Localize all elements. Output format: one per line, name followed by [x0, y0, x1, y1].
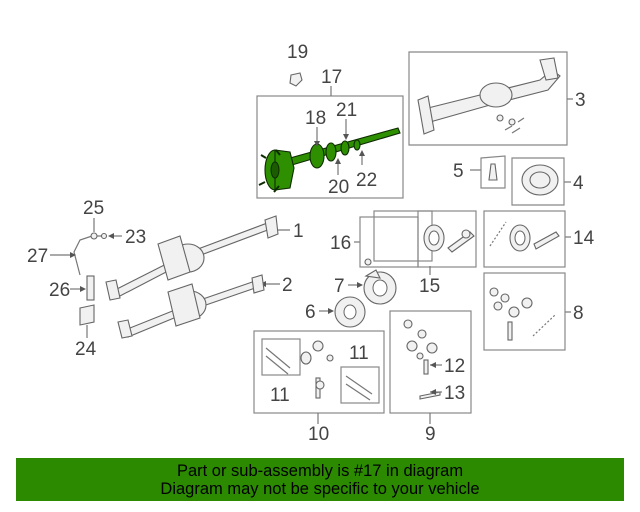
part-1-axle-assembly[interactable]: [105, 215, 279, 301]
part-10-gear-kit[interactable]: [253, 330, 385, 414]
callout-8: 8: [573, 303, 584, 324]
callout-23: 23: [125, 227, 146, 248]
part-7-differential-case[interactable]: [363, 269, 397, 305]
callout-11-left: 11: [270, 385, 290, 406]
callout-1: 1: [293, 221, 304, 242]
parts-diagram: 19 17 18 21 20 22 3 5 4 16 14 15 1 2 7 6…: [27, 42, 595, 445]
callout-24: 24: [75, 339, 97, 360]
callout-20: 20: [328, 177, 349, 198]
part-2-axle-assembly[interactable]: [117, 274, 265, 339]
part-14-install-kit[interactable]: [483, 210, 566, 268]
banner-line-1: Part or sub-assembly is #17 in diagram: [176, 461, 464, 480]
callout-4: 4: [573, 173, 584, 194]
part-3-box: [408, 51, 568, 146]
part-17-box: [256, 95, 404, 199]
part-15-ring-pinion[interactable]: [417, 210, 477, 268]
callout-18: 18: [305, 108, 326, 129]
callout-6: 6: [305, 302, 316, 323]
callout-9: 9: [425, 424, 436, 445]
callout-17: 17: [321, 67, 342, 88]
callout-12: 12: [444, 356, 465, 377]
callout-25: 25: [83, 198, 104, 219]
callout-27: 27: [27, 246, 48, 267]
part-26-sensor[interactable]: [86, 275, 95, 301]
callout-22: 22: [356, 170, 377, 191]
callout-14: 14: [573, 228, 595, 249]
callout-5: 5: [453, 161, 464, 182]
callout-26: 26: [49, 280, 70, 301]
callout-19: 19: [287, 42, 308, 63]
banner-line-2: Diagram may not be specific to your vehi…: [160, 479, 480, 498]
part-3-axle-housing[interactable]: [417, 57, 561, 135]
callout-11-right: 11: [349, 343, 369, 364]
callout-21: 21: [336, 100, 357, 121]
part-4-cover[interactable]: [511, 157, 565, 206]
part-6-differential-case[interactable]: [334, 296, 366, 328]
callout-15: 15: [419, 276, 440, 297]
part-5-gasket[interactable]: [480, 155, 506, 189]
part-17-axle-shaft[interactable]: [258, 127, 401, 193]
part-23-25-27-sensor-harness[interactable]: [73, 232, 108, 276]
callout-13: 13: [444, 383, 465, 404]
part-16-seal-kit[interactable]: [359, 210, 433, 268]
part-9-bearing-kit[interactable]: [389, 310, 472, 414]
callout-2: 2: [282, 275, 293, 296]
part-19-clip[interactable]: [289, 72, 303, 87]
part-8-bearing-kit[interactable]: [483, 272, 566, 351]
callout-3: 3: [575, 90, 586, 111]
part-24-bracket[interactable]: [79, 304, 95, 326]
info-banner: Part or sub-assembly is #17 in diagram D…: [16, 458, 624, 501]
callout-7: 7: [334, 276, 345, 297]
callout-10: 10: [308, 424, 329, 445]
callout-16: 16: [330, 233, 351, 254]
